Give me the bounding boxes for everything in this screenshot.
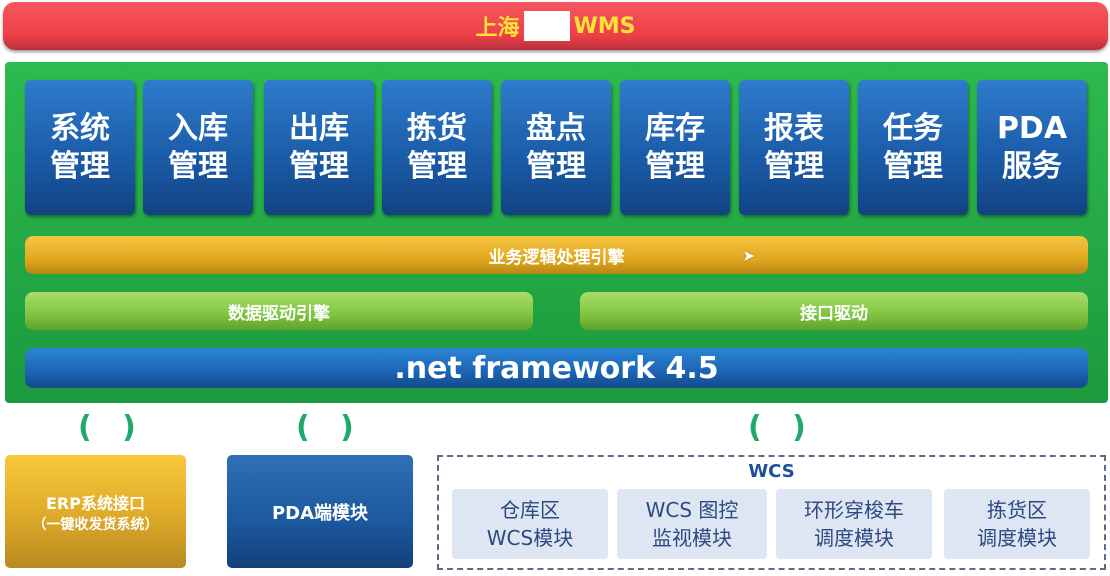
module-box: 报表 管理 bbox=[739, 80, 849, 215]
wcs-module: WCS 图控 监视模块 bbox=[617, 489, 767, 559]
title-bar: 上海 WMS bbox=[3, 2, 1108, 50]
business-engine-bar: 业务逻辑处理引擎 bbox=[25, 236, 1088, 274]
erp-interface-box: ERP系统接口 （一键收发货系统） bbox=[5, 455, 186, 568]
module-box: PDA 服务 bbox=[977, 80, 1087, 215]
erp-subtitle: （一键收发货系统） bbox=[32, 516, 159, 533]
framework-bar: .net framework 4.5 bbox=[25, 348, 1088, 388]
data-engine-bar: 数据驱动引擎 bbox=[25, 292, 533, 330]
mouse-cursor-icon: ➤ bbox=[742, 246, 756, 265]
redaction-box bbox=[523, 11, 570, 41]
erp-title: ERP系统接口 bbox=[46, 493, 145, 513]
module-box: 库存 管理 bbox=[620, 80, 730, 215]
sync-arrows-icon: ( ) bbox=[78, 410, 146, 445]
sync-arrows-icon: ( ) bbox=[296, 410, 364, 445]
module-box: 系统 管理 bbox=[25, 80, 135, 215]
wcs-module: 拣货区 调度模块 bbox=[944, 489, 1090, 559]
sync-arrows-icon: ( ) bbox=[748, 410, 816, 445]
wcs-group: WCS 仓库区 WCS模块 WCS 图控 监视模块 环形穿梭车 调度模块 拣货区… bbox=[437, 455, 1106, 570]
title-prefix: 上海 bbox=[475, 16, 520, 41]
wcs-module: 仓库区 WCS模块 bbox=[452, 489, 608, 559]
module-box: 拣货 管理 bbox=[382, 80, 492, 215]
module-box: 盘点 管理 bbox=[501, 80, 611, 215]
title-suffix: WMS bbox=[573, 13, 636, 39]
module-box: 入库 管理 bbox=[143, 80, 253, 215]
wcs-title: WCS bbox=[748, 461, 795, 482]
module-box: 出库 管理 bbox=[264, 80, 374, 215]
pda-module-box: PDA端模块 bbox=[227, 455, 413, 568]
module-box: 任务 管理 bbox=[858, 80, 968, 215]
wcs-module: 环形穿梭车 调度模块 bbox=[776, 489, 932, 559]
interface-driver-bar: 接口驱动 bbox=[580, 292, 1088, 330]
